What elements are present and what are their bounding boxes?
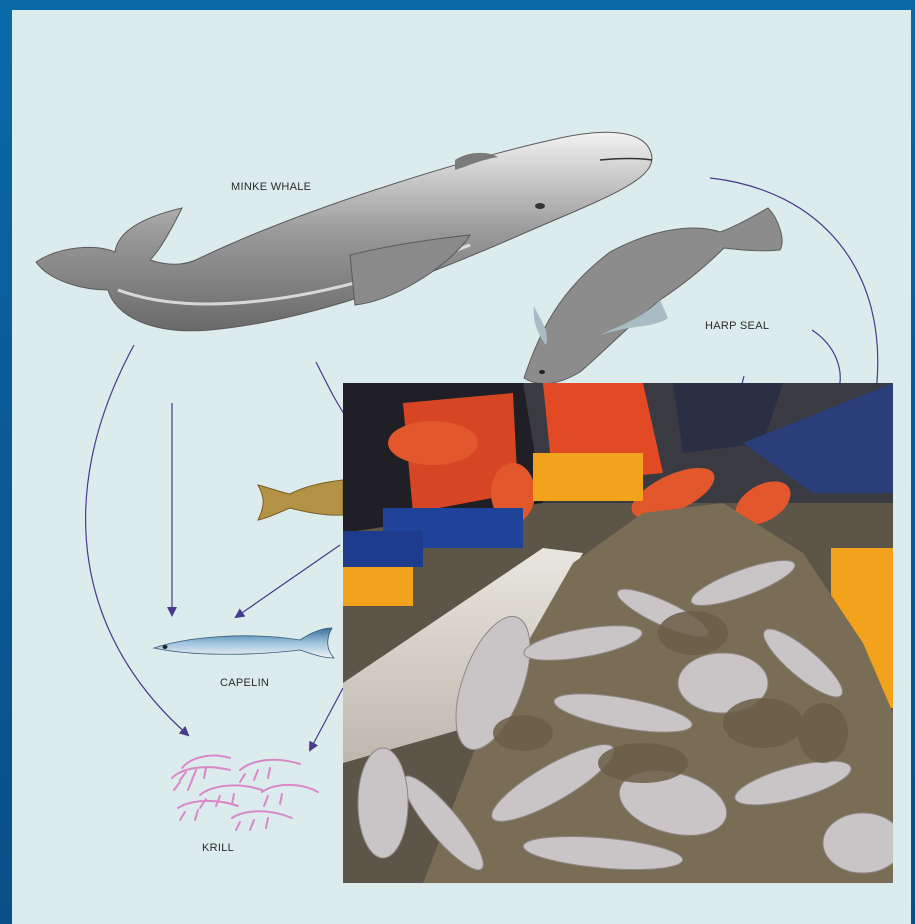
krill-illustration <box>172 756 318 830</box>
minke-whale-illustration <box>36 132 652 331</box>
label-krill: KRILL <box>202 842 234 854</box>
harp-seal-illustration <box>524 208 782 384</box>
arrow-to-krill <box>310 688 343 750</box>
fish-sorting-photo <box>343 383 893 883</box>
label-harp-seal: HARP SEAL <box>705 320 769 332</box>
arrow-cod-to-capelin <box>236 545 340 617</box>
arrow-whale-loop <box>710 178 878 392</box>
cod-illustration <box>258 480 343 520</box>
label-minke-whale: MINKE WHALE <box>231 181 311 193</box>
capelin-illustration <box>154 628 334 658</box>
arrow-whale-to-krill <box>86 345 188 735</box>
label-capelin: CAPELIN <box>220 677 269 689</box>
